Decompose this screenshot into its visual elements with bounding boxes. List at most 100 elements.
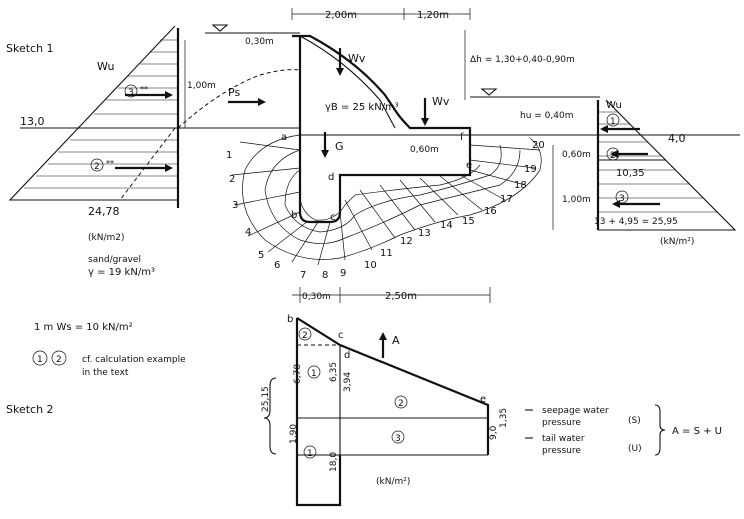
dim-060-mid: 0,60m	[410, 145, 439, 155]
weir-body: a b c d f e γB = 25 kN/m³ G Ps Wv Wv 0,6…	[177, 34, 740, 224]
sketch2-title: Sketch 2	[6, 403, 54, 416]
contour-6: 6	[274, 260, 280, 271]
point-a: a	[281, 132, 287, 143]
soil-type: sand/gravel	[88, 255, 141, 265]
left-lower-mark: **	[106, 159, 114, 168]
dim-bottom-right: 2,50m	[385, 291, 417, 302]
wv-mid-label: Wv	[432, 95, 450, 108]
right-unit: (kN/m²)	[660, 237, 694, 247]
pressure-legend: seepage water pressure (S) tail water pr…	[525, 404, 722, 456]
value-180: 18,0	[329, 452, 339, 472]
contour-13: 13	[418, 228, 431, 239]
contour-19: 19	[524, 164, 537, 175]
region-2: 2	[398, 399, 404, 409]
contour-18: 18	[514, 180, 527, 191]
tailwater-depth: hu = 0,40m	[520, 111, 573, 121]
contour-16: 16	[484, 206, 497, 217]
bottom-dimensions: 0,30m 2,50m	[292, 287, 491, 303]
right-value-4: 4,0	[668, 132, 686, 145]
water-level-triangle-icon	[205, 24, 300, 34]
legend-tail-2: pressure	[542, 446, 581, 456]
dim-030-top: 0,30m	[245, 37, 274, 47]
contour-14: 14	[440, 220, 453, 231]
calc-ref-circle-1: 1	[37, 355, 43, 365]
value-90: 9,0	[489, 425, 499, 440]
sketch2-uplift-A: A	[392, 334, 400, 347]
contour-7: 7	[300, 270, 306, 281]
contour-3: 3	[232, 200, 238, 211]
contour-11: 11	[380, 248, 393, 259]
dim-bottom-left: 0,30m	[302, 292, 331, 302]
sketch2-point-e: e	[480, 394, 486, 405]
legend-seepage-2: pressure	[542, 418, 581, 428]
region-3: 3	[395, 434, 401, 444]
water-level-triangle-icon	[470, 88, 600, 98]
value-2515: 25,15	[261, 386, 271, 412]
dim-top-right: 1,20m	[417, 10, 449, 21]
contour-10: 10	[364, 260, 377, 271]
right-circle-3: 3	[619, 194, 625, 204]
right-circle-1: 1	[610, 117, 616, 127]
region-1b: 1	[307, 449, 313, 459]
value-135: 1,35	[499, 408, 509, 428]
right-circle-2: 2	[610, 151, 616, 161]
wu-left-label: Wu	[97, 60, 114, 73]
sketch2-point-c: c	[338, 330, 344, 341]
left-depth-dim: 1,00m	[187, 81, 216, 91]
dim-top-left: 2,00m	[325, 10, 357, 21]
weight-g: G	[335, 140, 344, 153]
flow-net: 1 2 3 4 5 6 7 8 9 10 11 12 13 14 15 16 1…	[226, 134, 545, 281]
value-394: 3,94	[343, 372, 353, 392]
calc-ref-line-2: in the text	[82, 368, 129, 378]
left-value-13: 13,0	[20, 115, 45, 128]
sketch2-point-b: b	[287, 314, 293, 325]
right-pressure-diagram: Wu 1 2 3 4,0 10,35 13 + 4,95 = 25,95 (kN…	[552, 99, 737, 247]
conversion-note: 1 m Ws = 10 kN/m²	[34, 322, 133, 333]
ps-label: Ps	[228, 86, 240, 99]
calc-ref-circle-2: 2	[56, 355, 62, 365]
calc-reference-note: 1 2 cf. calculation example in the text	[32, 350, 186, 378]
left-lower-circle-number: 2	[94, 162, 100, 172]
region-2-top: 2	[302, 331, 308, 341]
point-e: e	[466, 160, 472, 171]
soil-unit-weight: γ = 19 kN/m³	[88, 267, 155, 278]
contour-17: 17	[500, 194, 513, 205]
legend-u: (U)	[628, 444, 642, 454]
left-pressure-diagram: Wu 3 ** 2 ** 13,0 24,78 (kN/m2) sand/gra…	[8, 25, 216, 278]
legend-seepage-1: seepage water	[542, 406, 609, 416]
region-1: 1	[311, 369, 317, 379]
left-value-2478: 24,78	[88, 205, 120, 218]
calc-ref-line-1: cf. calculation example	[82, 355, 186, 365]
contour-5: 5	[258, 250, 264, 261]
sketch2-point-d: d	[344, 350, 350, 361]
value-190: 1,90	[289, 424, 299, 444]
contour-1: 1	[226, 150, 232, 161]
dim-060-right: 0,60m	[562, 150, 591, 160]
wu-left-mark: **	[140, 85, 148, 94]
sketch2-unit: (kN/m²)	[376, 477, 410, 487]
value-678: 6,78	[293, 364, 303, 384]
value-635: 6,35	[329, 362, 339, 382]
legend-tail-1: tail water	[542, 434, 585, 444]
contour-9: 9	[340, 268, 346, 279]
contour-15: 15	[462, 216, 475, 227]
uplift-pressure-diagram: b c d e A 2 1 2 1 3 6,78 6,35 3,94 25,15…	[261, 314, 509, 507]
dim-100-right: 1,00m	[562, 195, 591, 205]
point-d: d	[328, 172, 334, 183]
contour-2: 2	[229, 174, 235, 185]
wv-top-label: Wv	[348, 52, 366, 65]
sketch1-title: Sketch 1	[6, 42, 54, 55]
concrete-unit-weight: γB = 25 kN/m³	[325, 102, 399, 113]
contour-12: 12	[400, 236, 413, 247]
contour-4: 4	[245, 227, 251, 238]
legend-s: (S)	[628, 416, 641, 426]
right-formula: 13 + 4,95 = 25,95	[594, 217, 678, 227]
point-f: f	[460, 132, 464, 143]
head-difference: Δh = 1,30+0,40-0,90m	[470, 55, 575, 65]
right-value-1035: 10,35	[616, 168, 645, 179]
left-unit: (kN/m2)	[88, 233, 125, 243]
point-b: b	[291, 210, 297, 221]
wu-left-circle-number: 3	[128, 88, 134, 98]
